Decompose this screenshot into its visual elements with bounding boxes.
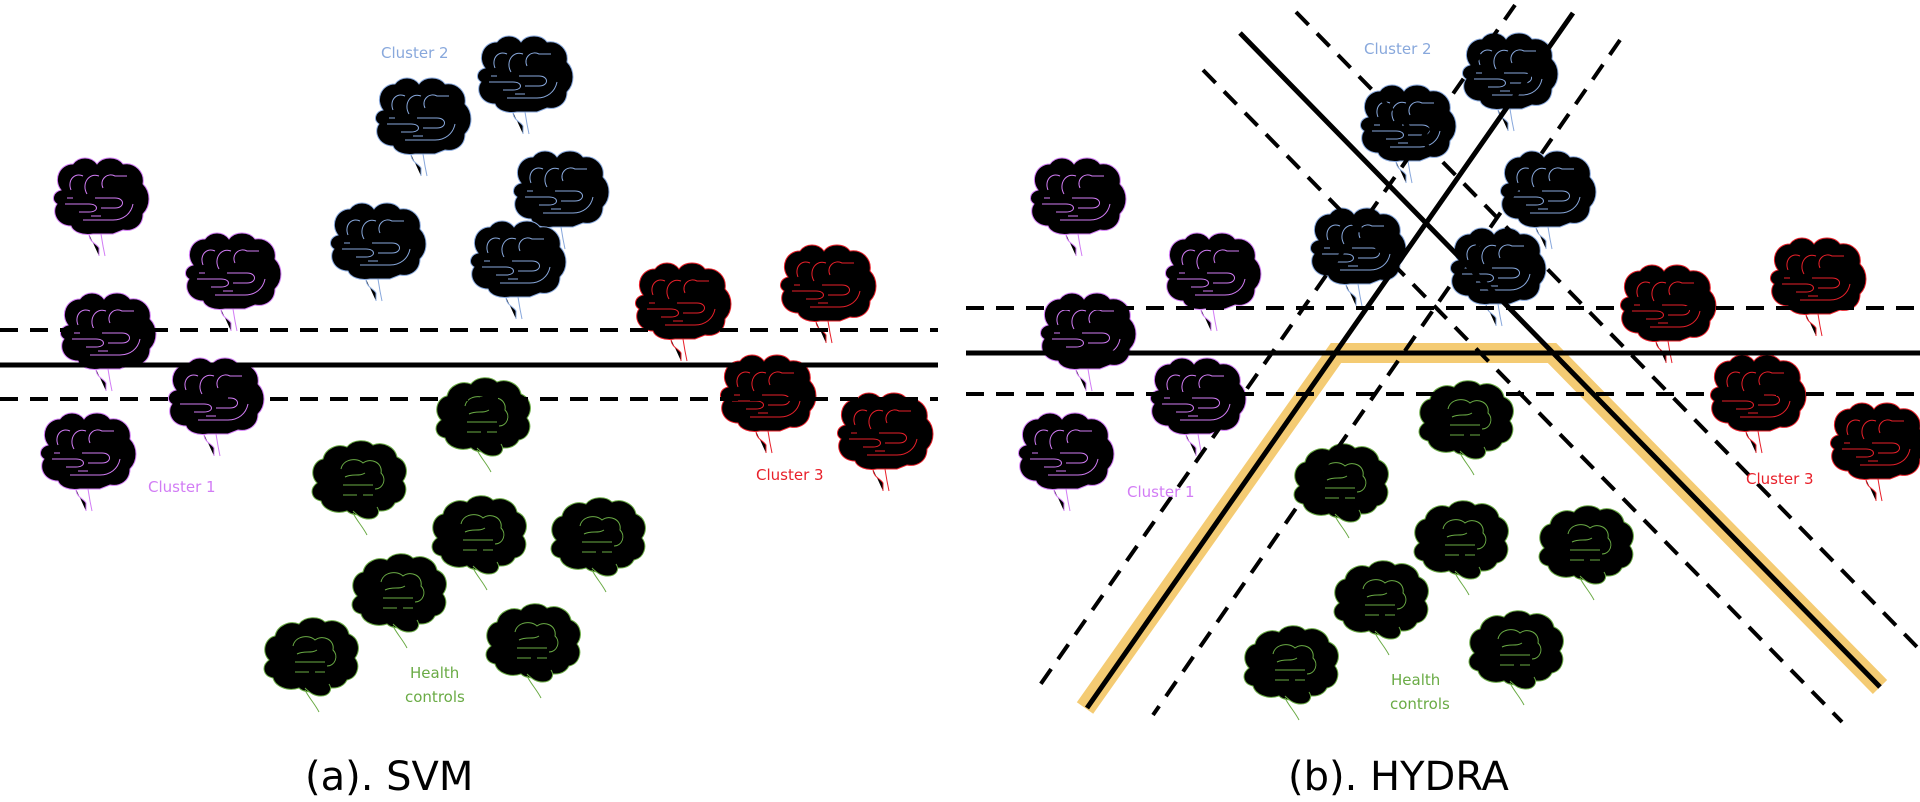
cluster-1-brain-icon xyxy=(1150,357,1247,457)
cluster-1-brain-icon xyxy=(1018,412,1115,512)
healthy-control-brain-icon xyxy=(1243,625,1339,721)
cluster-1-brain-icon xyxy=(60,292,157,392)
cluster-1-label: Cluster 1 xyxy=(148,478,216,496)
healthy-control-brain-icon xyxy=(311,440,407,536)
controls-label-line2: controls xyxy=(405,688,465,706)
decision-boundary-diagonal-b xyxy=(1084,11,1576,710)
healthy-control-brain-icon xyxy=(263,617,359,713)
cluster-3-brain-icon xyxy=(1830,402,1920,502)
cluster-1-brain-icon xyxy=(168,357,265,457)
panel-hydra: Cluster 1 Cluster 2 Cluster 3 Health con… xyxy=(966,3,1920,800)
cluster-1-brain-icon xyxy=(185,232,282,332)
healthy-control-brain-icon xyxy=(1538,505,1634,601)
cluster-3-brain-icon xyxy=(1620,264,1717,364)
cluster-2-label: Cluster 2 xyxy=(381,44,449,62)
cluster-2-label: Cluster 2 xyxy=(1364,40,1432,58)
cluster-1-brain-icon xyxy=(53,157,150,257)
cluster-3-brain-icon xyxy=(720,354,817,454)
margin-line-diagonal-b-left xyxy=(1038,3,1517,687)
cluster-2-brain-icon xyxy=(1310,207,1407,307)
healthy-control-brain-icon xyxy=(1413,500,1509,596)
cluster-3-brain-icon xyxy=(1710,354,1807,454)
controls-label-line1: Health xyxy=(410,664,459,682)
cluster-3-label: Cluster 3 xyxy=(756,466,824,484)
cluster-3-label: Cluster 3 xyxy=(1746,470,1814,488)
panel-a-caption: (a). SVM xyxy=(305,754,473,800)
cluster-3-brain-icon xyxy=(837,392,934,492)
cluster-3-brain-icon xyxy=(635,262,732,362)
healthy-control-brain-icon xyxy=(550,497,646,593)
decision-boundary-diagonal-a xyxy=(1238,31,1882,689)
cluster-2-brain-icon xyxy=(375,77,472,177)
healthy-control-brain-icon xyxy=(1468,610,1564,706)
panel-svm: Cluster 1 Cluster 2 Cluster 3 Health con… xyxy=(0,35,938,800)
margin-line-diagonal-a-lower xyxy=(1201,68,1844,724)
cluster-2-brain-icon xyxy=(477,35,574,135)
healthy-control-brain-icon xyxy=(435,377,531,473)
cluster-1-brain-icon xyxy=(1165,232,1262,332)
cluster-2-brain-icon xyxy=(1450,227,1547,327)
cluster-1-label: Cluster 1 xyxy=(1127,483,1195,501)
cluster-3-brain-icon xyxy=(1770,237,1867,337)
margin-line-diagonal-b-right xyxy=(1151,38,1622,717)
healthy-control-brain-icon xyxy=(431,495,527,591)
healthy-control-brain-icon xyxy=(1333,560,1429,656)
panel-b-caption: (b). HYDRA xyxy=(1288,754,1510,800)
cluster-2-brain-icon xyxy=(470,220,567,320)
controls-label-line2: controls xyxy=(1390,695,1450,713)
healthy-control-brain-icon xyxy=(351,553,447,649)
controls-label-line1: Health xyxy=(1391,671,1440,689)
cluster-2-brain-icon xyxy=(1462,32,1559,132)
cluster-1-brain-icon xyxy=(1030,157,1127,257)
svm-hyperplane xyxy=(0,328,938,401)
healthy-control-brain-icon xyxy=(485,603,581,699)
cluster-1-brain-icon xyxy=(40,412,137,512)
cluster-2-brain-icon xyxy=(330,202,427,302)
subject-brains xyxy=(40,35,934,713)
hydra-hyperplanes xyxy=(966,3,1920,724)
